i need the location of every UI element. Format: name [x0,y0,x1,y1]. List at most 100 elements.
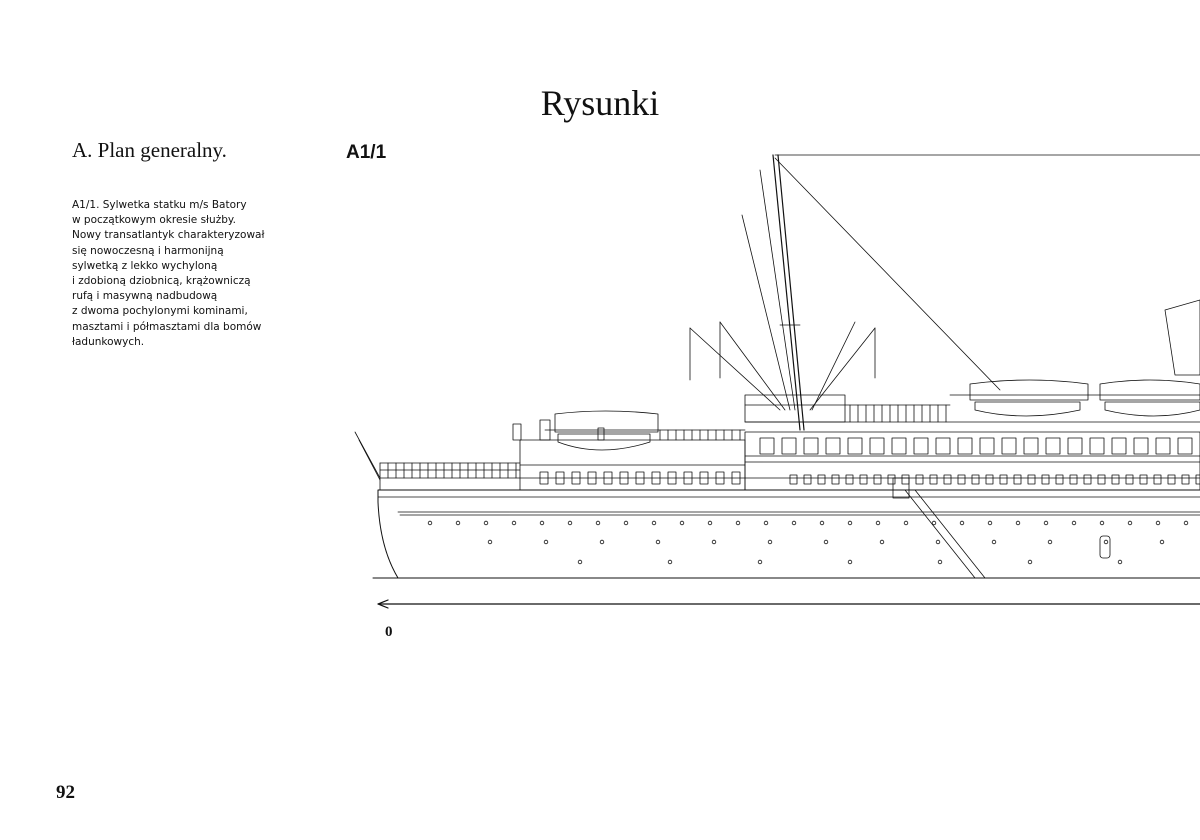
window [620,472,628,484]
porthole [1028,560,1032,564]
window [540,472,548,484]
porthole [656,540,660,544]
window [636,472,644,484]
window [1056,475,1063,484]
window [804,475,811,484]
window [1070,475,1077,484]
left-arrow-icon [378,600,388,608]
derrick [760,170,795,410]
window [684,472,692,484]
window [604,472,612,484]
caption-line: Nowy transatlantyk charakteryzował [72,229,265,242]
porthole [428,521,432,525]
window [958,475,965,484]
stay [775,158,1000,390]
window [1126,475,1133,484]
door [893,478,909,498]
porthole [764,521,768,525]
porthole [456,521,460,525]
window [914,438,928,454]
window [892,438,906,454]
window [804,438,818,454]
window [652,472,660,484]
window [790,475,797,484]
lifeboat-forward [975,402,1080,416]
window [930,475,937,484]
window [1140,475,1147,484]
porthole [1016,521,1020,525]
window [848,438,862,454]
porthole [932,521,936,525]
porthole [988,521,992,525]
window [732,472,740,484]
porthole [876,521,880,525]
window [870,438,884,454]
window [980,438,994,454]
porthole [820,521,824,525]
window [1134,438,1148,454]
window [1178,438,1192,454]
caption-line: sylwetką z lekko wychyloną [72,259,218,272]
ship-silhouette-drawing [340,140,1200,620]
window [760,438,774,454]
window [818,475,825,484]
window [1084,475,1091,484]
caption-line: z dwoma pochylonymi kominami, [72,305,248,318]
main-mast [773,155,800,430]
window [1046,438,1060,454]
funnel [1165,300,1200,375]
window [1196,475,1200,484]
window [588,472,596,484]
window [1068,438,1082,454]
caption-line: w początkowym okresie służby. [72,214,236,227]
porthole [1044,521,1048,525]
mast-house [745,395,845,422]
porthole [904,521,908,525]
window [986,475,993,484]
porthole [1104,540,1108,544]
window [1000,475,1007,484]
porthole [792,521,796,525]
porthole [568,521,572,525]
window [860,475,867,484]
caption-line: ładunkowych. [72,335,145,348]
porthole [960,521,964,525]
porthole [680,521,684,525]
window [1090,438,1104,454]
porthole [484,521,488,525]
scale-zero-label: 0 [385,624,393,640]
porthole [488,540,492,544]
caption-line: A1/1. Sylwetka statku m/s Batory [72,199,247,211]
hull-outline [378,490,1200,578]
window [668,472,676,484]
window [1002,438,1016,454]
gangway [905,490,975,578]
window [1112,475,1119,484]
porthole [1184,521,1188,525]
drawing-label: A1/1 [346,142,387,163]
window [902,475,909,484]
page-number: 92 [56,782,75,803]
window [1156,438,1170,454]
window [1098,475,1105,484]
window [1112,438,1126,454]
porthole [848,521,852,525]
porthole [936,540,940,544]
window [1042,475,1049,484]
porthole [668,560,672,564]
porthole [1048,540,1052,544]
porthole [512,521,516,525]
window [782,438,796,454]
caption-line: rufą i masywną nadbudową [72,290,218,303]
derrick [742,215,790,410]
porthole [652,521,656,525]
porthole [596,521,600,525]
window [846,475,853,484]
window [556,472,564,484]
porthole [712,540,716,544]
stern-staff [355,432,380,478]
porthole [758,560,762,564]
window [1014,475,1021,484]
window [874,475,881,484]
window [916,475,923,484]
